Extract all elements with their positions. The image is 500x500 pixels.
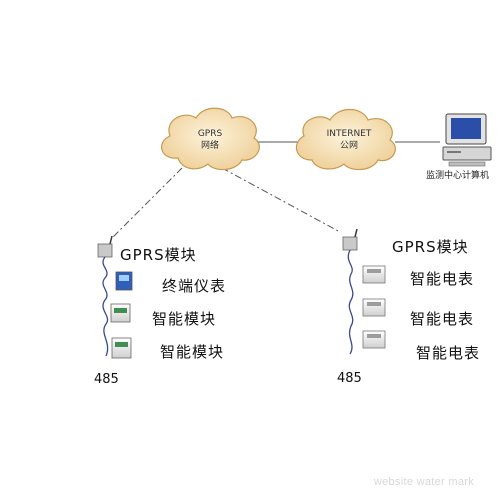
right-device-label-3: 智能电表 — [416, 344, 481, 362]
gprs-cloud-line1: GPRS — [197, 129, 223, 139]
right-bus-wire — [347, 249, 354, 355]
right-smart-meter-icon-2 — [362, 298, 386, 317]
internet-cloud-line2: 公网 — [339, 141, 358, 151]
right-bus-label: 485 — [337, 371, 362, 386]
right-device-label-2: 智能电表 — [410, 310, 475, 328]
left-gprs-module-label: GPRS模块 — [120, 246, 197, 264]
right-smart-meter-icon-1 — [362, 265, 386, 284]
internet-cloud-label: INTERNET 公网 — [322, 128, 376, 152]
link-gprs-to-right-module — [221, 167, 341, 233]
monitor-center-label: 监测中心计算机 — [426, 171, 490, 181]
right-gprs-module-label: GPRS模块 — [392, 238, 469, 256]
right-smart-meter-icon-3 — [362, 330, 386, 349]
gprs-cloud-line2: 网络 — [200, 141, 219, 151]
left-bus-label: 485 — [94, 372, 119, 387]
internet-cloud-line1: INTERNET — [326, 129, 372, 139]
watermark-text: website water mark — [373, 476, 474, 488]
left-device-label-2: 智能模块 — [152, 310, 217, 328]
gprs-cloud — [161, 107, 260, 171]
left-device-label-1: 终端仪表 — [162, 277, 227, 295]
left-device-label-3: 智能模块 — [160, 343, 225, 361]
left-gprs-module-icon — [97, 235, 113, 258]
link-gprs-to-left-module — [111, 167, 183, 239]
right-device-label-1: 智能电表 — [410, 270, 475, 288]
left-smart-module-icon-2 — [111, 337, 132, 359]
left-smart-module-icon-1 — [110, 303, 131, 323]
internet-cloud — [295, 108, 396, 171]
left-bus-wire — [102, 256, 109, 357]
gprs-cloud-label: GPRS 网络 — [188, 128, 232, 152]
computer-icon — [442, 113, 492, 167]
right-gprs-module-icon — [342, 228, 358, 251]
left-terminal-meter-icon — [115, 271, 133, 291]
